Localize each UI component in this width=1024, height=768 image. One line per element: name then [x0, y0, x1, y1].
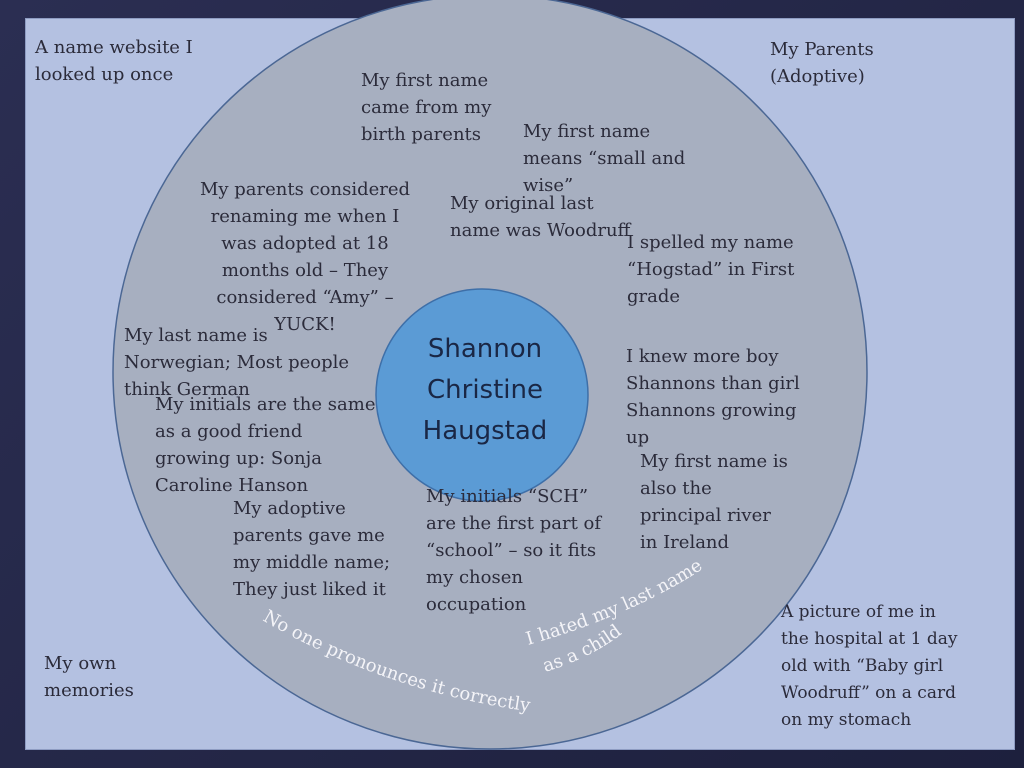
fact-initials-sch: My initials “SCH” are the first part of …: [426, 486, 602, 615]
fact-boy-shannons: I knew more boy Shannons than girl Shann…: [626, 346, 800, 448]
fact-first-name-means: My first name means “small and wise”: [523, 121, 686, 196]
fact-initials-friend: My initials are the same as a good frien…: [155, 394, 376, 496]
fact-spelled-name: I spelled my name “Hogstad” in First gra…: [627, 232, 795, 307]
fact-parents-considered: My parents considered renaming me when I…: [199, 179, 411, 335]
inner-circle: [375, 288, 589, 502]
fact-irish-river: My first name is also the principal rive…: [640, 451, 788, 553]
corner-top-left: A name website I looked up once: [35, 37, 193, 85]
corner-top-right: My Parents (Adoptive): [770, 39, 874, 87]
corner-bottom-left: My own memories: [44, 653, 134, 701]
fact-middle-name: My adoptive parents gave me my middle na…: [233, 498, 391, 600]
corner-bottom-right: A picture of me in the hospital at 1 day…: [781, 602, 958, 730]
fact-norwegian: My last name is Norwegian; Most people t…: [124, 325, 350, 400]
fact-first-name-birth: My first name came from my birth parents: [361, 70, 492, 145]
center-full-name: Shannon Christine Haugstad: [422, 334, 548, 446]
fact-original-last-name: My original last name was Woodruff: [450, 193, 631, 241]
